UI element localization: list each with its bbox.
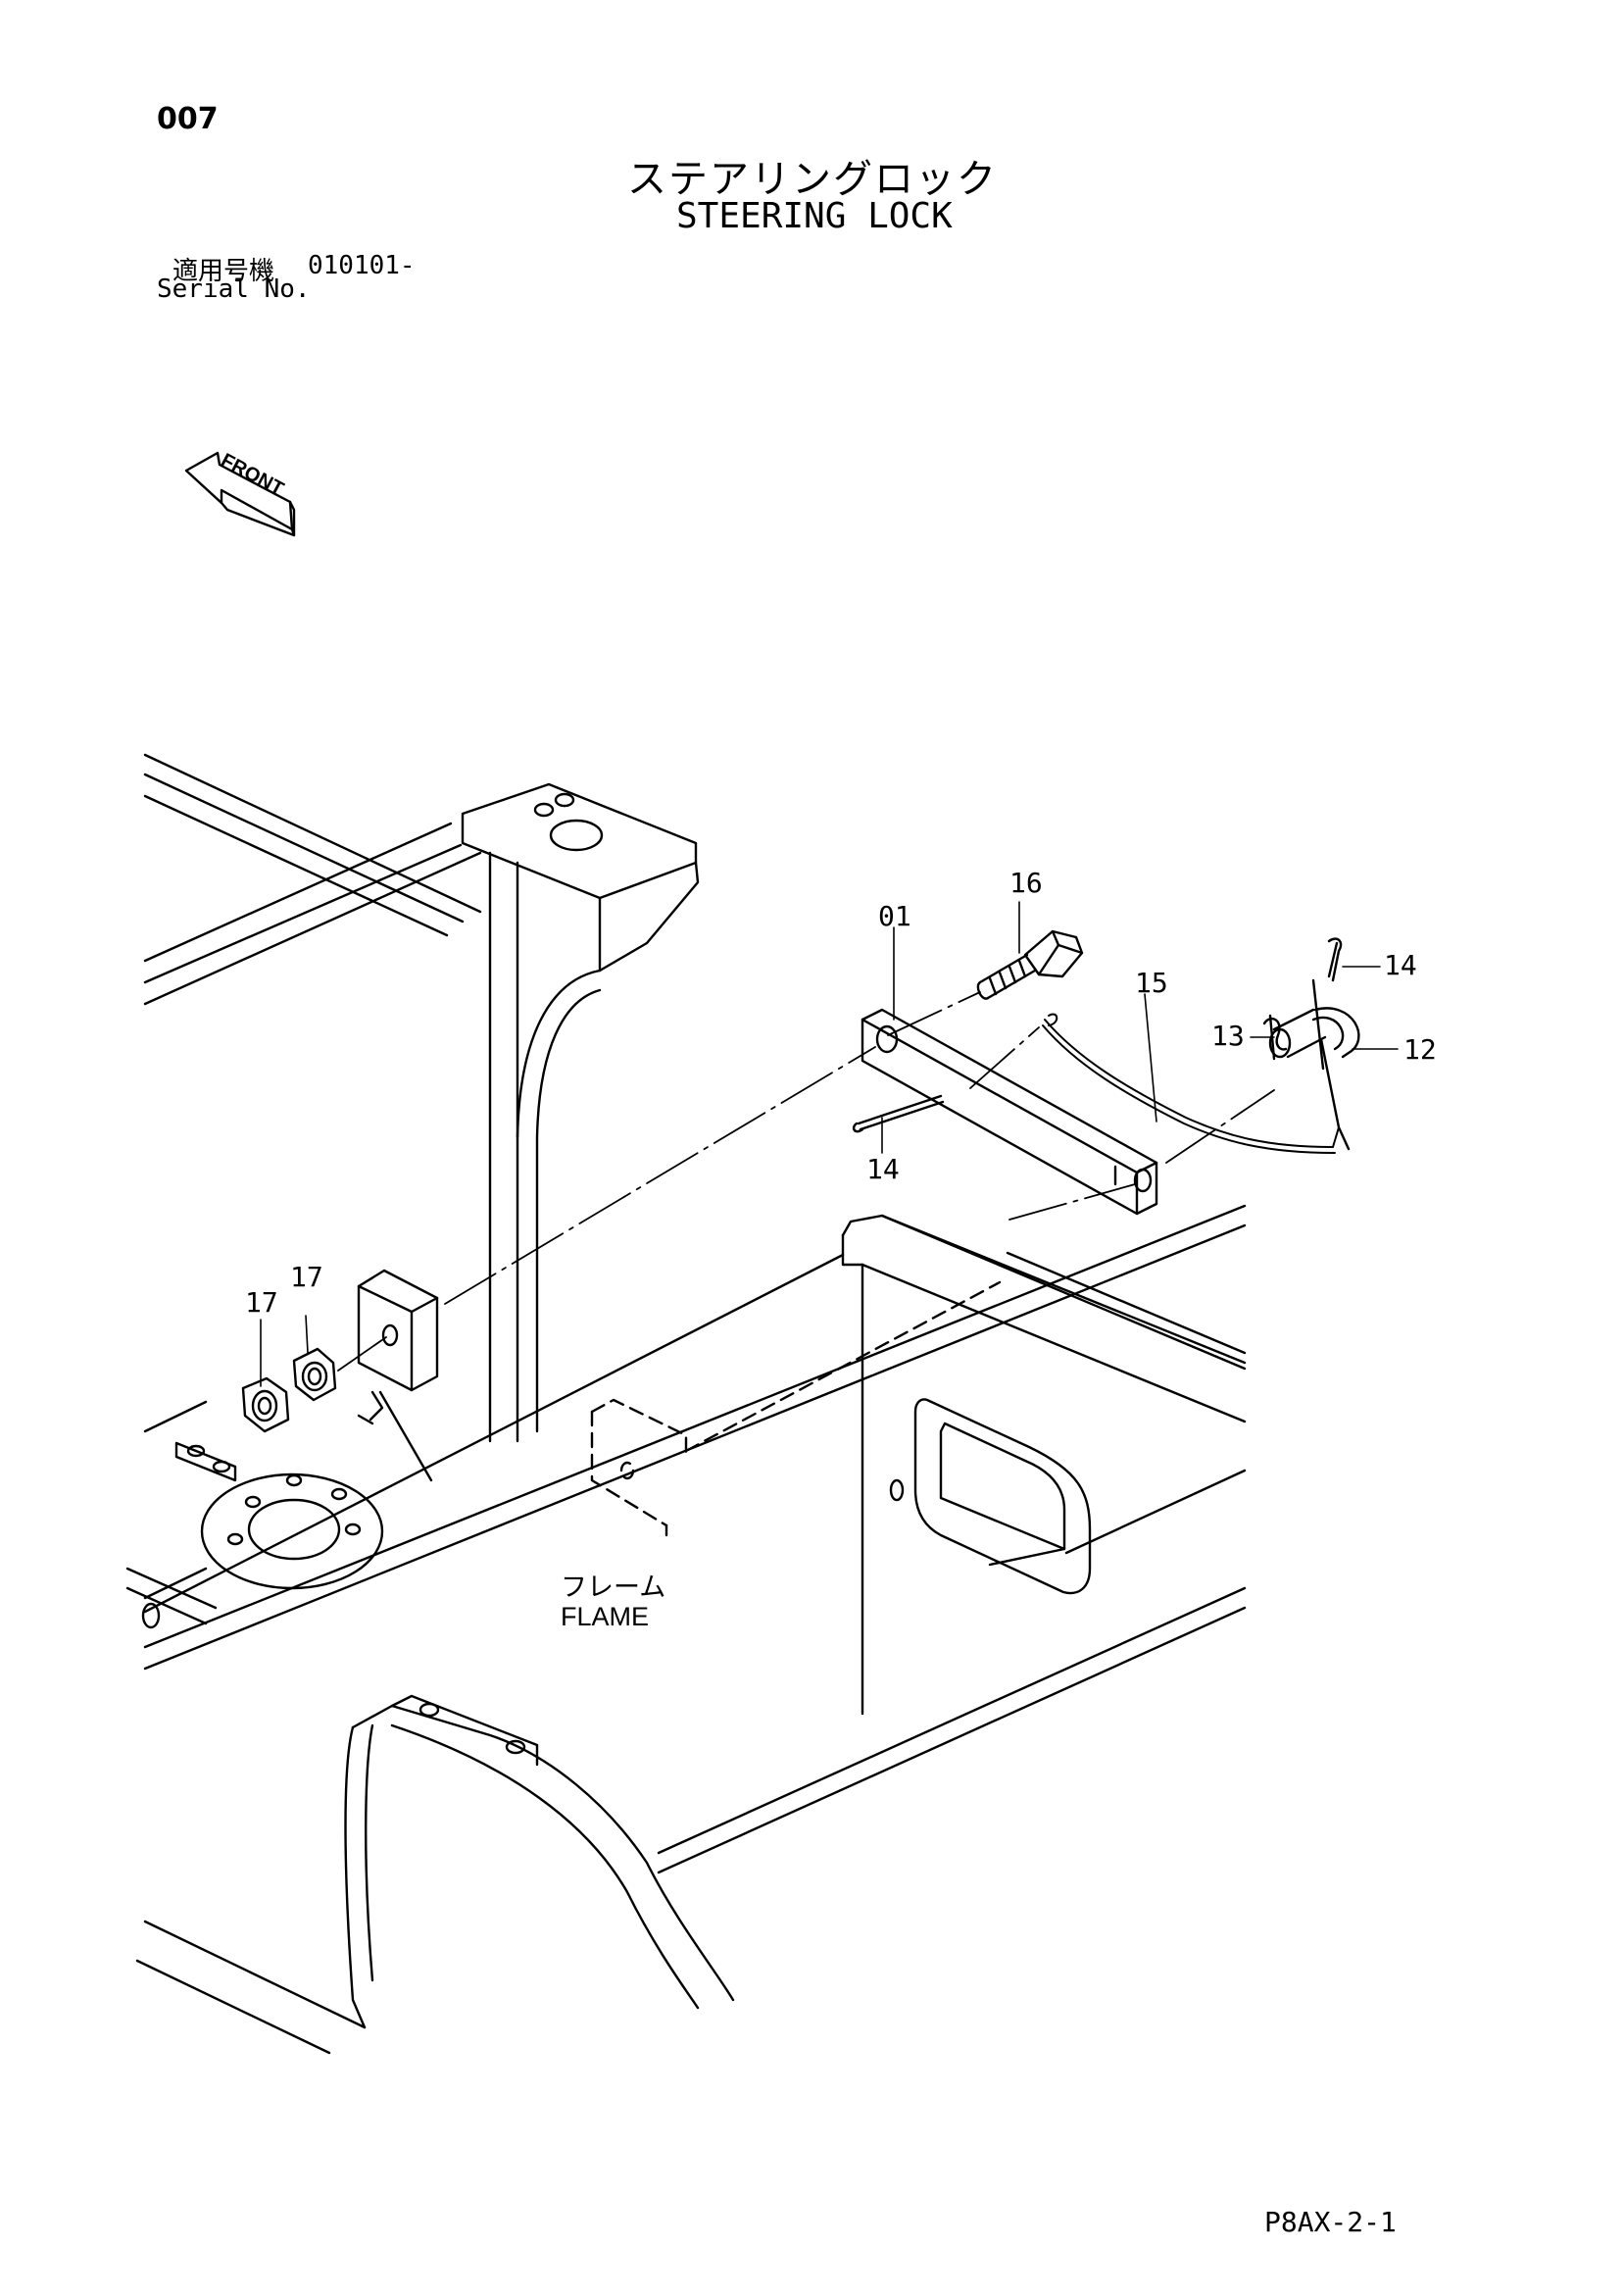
plate-washer <box>357 1269 439 1392</box>
part-01-lock-bar <box>861 1008 1158 1216</box>
part-14-mid-cotter-pin <box>852 1094 945 1133</box>
footer-page-code: P8AX-2-1 <box>1264 2206 1397 2238</box>
part-number-17-left: 17 <box>245 1286 278 1319</box>
part-17-nut-right <box>292 1347 337 1402</box>
part-number-14-mid: 14 <box>866 1153 900 1185</box>
part-17-nut-left <box>241 1376 290 1433</box>
frame-label-english: FLAME <box>561 1602 649 1631</box>
serial-label-japanese: 適用号機 <box>172 257 275 286</box>
part-number-12: 12 <box>1403 1033 1437 1066</box>
frame-bottom-curved-member <box>135 1694 735 2055</box>
part-14-top-cotter-pin <box>1327 937 1343 982</box>
serial-range: 010101- <box>308 251 416 280</box>
frame-vertical-post <box>461 782 700 1443</box>
frame-hidden-bracket <box>590 1280 1002 1537</box>
part-number-15: 15 <box>1135 967 1168 999</box>
part-number-16: 16 <box>1009 867 1043 899</box>
part-16-bolt <box>976 929 1084 1000</box>
frame-upper-left-member <box>143 753 482 1006</box>
frame-main-box <box>143 1204 1247 1874</box>
part-number-13: 13 <box>1211 1020 1245 1052</box>
frame-window-opening <box>889 1398 1092 1595</box>
frame-lower-left-details <box>125 1390 433 1629</box>
page-title-japanese: ステアリングロック <box>627 157 998 202</box>
frame-label-japanese: フレーム <box>561 1572 665 1602</box>
serial-label-english: Serial No. <box>157 275 311 304</box>
front-arrow-icon <box>184 451 296 537</box>
page-number: 007 <box>157 102 219 136</box>
page-title-english: STEERING LOCK <box>676 196 953 236</box>
part-12-lock-pin <box>1268 978 1360 1151</box>
part-number-14-top: 14 <box>1384 949 1417 981</box>
assembly-center-lines <box>337 991 1275 1372</box>
part-15-chain <box>1042 1013 1340 1154</box>
leader-lines <box>260 901 1399 1387</box>
part-number-17-right: 17 <box>290 1261 323 1293</box>
part-number-01: 01 <box>878 900 911 932</box>
